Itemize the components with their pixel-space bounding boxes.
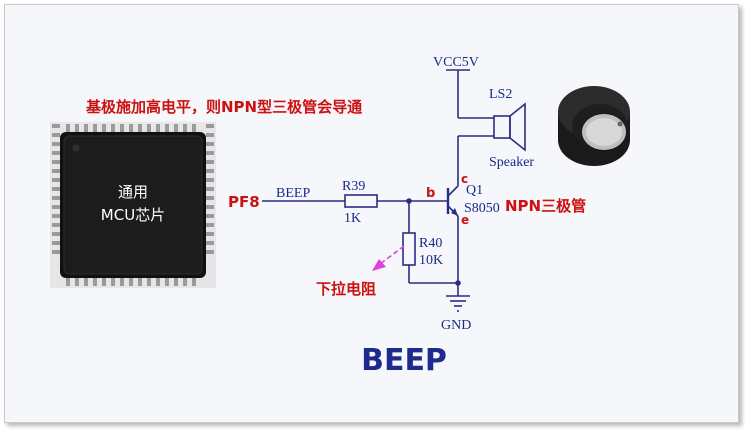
ground-junction-dot	[455, 280, 461, 286]
pulldown-pointer-arrowhead	[372, 259, 386, 271]
chip-pin	[206, 178, 214, 182]
chip-pin	[52, 142, 60, 146]
pf8-label: PF8	[228, 193, 260, 211]
r40-resistor	[402, 232, 416, 266]
resistor-icon	[344, 194, 378, 208]
r40-label: R40	[419, 236, 442, 251]
npn-label: NPN三极管	[505, 197, 586, 215]
r40-value: 10K	[419, 253, 443, 268]
chip-pin	[52, 241, 60, 245]
chip-pin	[75, 278, 79, 286]
chip-pin	[192, 124, 196, 132]
chip-pin	[52, 196, 60, 200]
speaker-icon	[493, 102, 526, 152]
chip-pin	[147, 278, 151, 286]
chip-pin	[206, 133, 214, 137]
q1-part: S8050	[464, 201, 500, 216]
ls2-label: LS2	[489, 87, 512, 102]
chip-pin	[102, 124, 106, 132]
vcc-label: VCC5V	[433, 55, 479, 70]
chip-pin	[206, 241, 214, 245]
conduction-annotation: 基极施加高电平，则NPN型三极管会导通	[85, 98, 362, 116]
diagram-title: BEEP	[361, 343, 447, 378]
chip-pin	[206, 205, 214, 209]
chip-pin	[52, 214, 60, 218]
mcu-chip-icon: 通用 MCU芯片	[50, 122, 216, 288]
chip-pin	[206, 232, 214, 236]
node-e-label: e	[461, 213, 469, 227]
chip-pin	[192, 278, 196, 286]
chip-pin	[138, 278, 142, 286]
chip-pin	[93, 278, 97, 286]
chip-pin	[52, 205, 60, 209]
q1-label: Q1	[466, 183, 483, 198]
chip-pin	[52, 169, 60, 173]
chip-pin	[129, 124, 133, 132]
speaker-label: Speaker	[489, 155, 534, 170]
chip-pin	[183, 124, 187, 132]
chip-pin	[52, 250, 60, 254]
chip-pin	[206, 124, 214, 128]
chip-pin	[206, 223, 214, 227]
chip-pin	[52, 151, 60, 155]
chip-pin	[183, 278, 187, 286]
chip-pin	[206, 160, 214, 164]
chip-pin	[52, 160, 60, 164]
chip-pin	[52, 223, 60, 227]
chip-pin	[206, 169, 214, 173]
chip-pin	[52, 178, 60, 182]
chip-pin	[206, 142, 214, 146]
chip-pin	[165, 124, 169, 132]
chip-pin	[52, 133, 60, 137]
chip-pin	[165, 278, 169, 286]
chip-pin	[206, 196, 214, 200]
chip-pin	[206, 214, 214, 218]
chip-pin	[102, 278, 106, 286]
pulldown-pointer-line	[379, 245, 405, 265]
chip-pin	[174, 124, 178, 132]
chip-pin	[75, 124, 79, 132]
ground-icon	[446, 295, 470, 312]
chip-pin	[52, 232, 60, 236]
gnd-label: GND	[441, 318, 471, 333]
npn-transistor-icon	[446, 178, 459, 217]
node-b-label: b	[426, 186, 435, 201]
chip-pin	[174, 278, 178, 286]
r39-resistor: R39 1K	[342, 179, 378, 226]
chip-pin	[66, 124, 70, 132]
chip-pin	[129, 278, 133, 286]
chip-pin	[52, 124, 60, 128]
chip-pin	[206, 187, 214, 191]
chip-pin	[206, 151, 214, 155]
chip-pin	[111, 278, 115, 286]
chip-pin	[52, 187, 60, 191]
chip-pin	[156, 124, 160, 132]
chip-pin	[156, 278, 160, 286]
r39-label: R39	[342, 179, 365, 194]
r39-value: 1K	[344, 211, 361, 226]
chip-pin	[147, 124, 151, 132]
pulldown-label: 下拉电阻	[316, 280, 376, 298]
chip-pin	[138, 124, 142, 132]
chip-pin	[66, 278, 70, 286]
chip-label-line1: 通用	[118, 183, 148, 201]
node-c-label: c	[461, 172, 468, 186]
beep-net-label: BEEP	[276, 186, 310, 201]
chip-pin	[111, 124, 115, 132]
chip-pin	[84, 124, 88, 132]
chip-pin	[84, 278, 88, 286]
chip-pin	[120, 278, 124, 286]
chip-pin	[93, 124, 97, 132]
chip-pin	[206, 250, 214, 254]
buzzer-photo-icon	[558, 86, 630, 166]
chip-pin	[120, 124, 124, 132]
chip-label-line2: MCU芯片	[101, 206, 165, 224]
